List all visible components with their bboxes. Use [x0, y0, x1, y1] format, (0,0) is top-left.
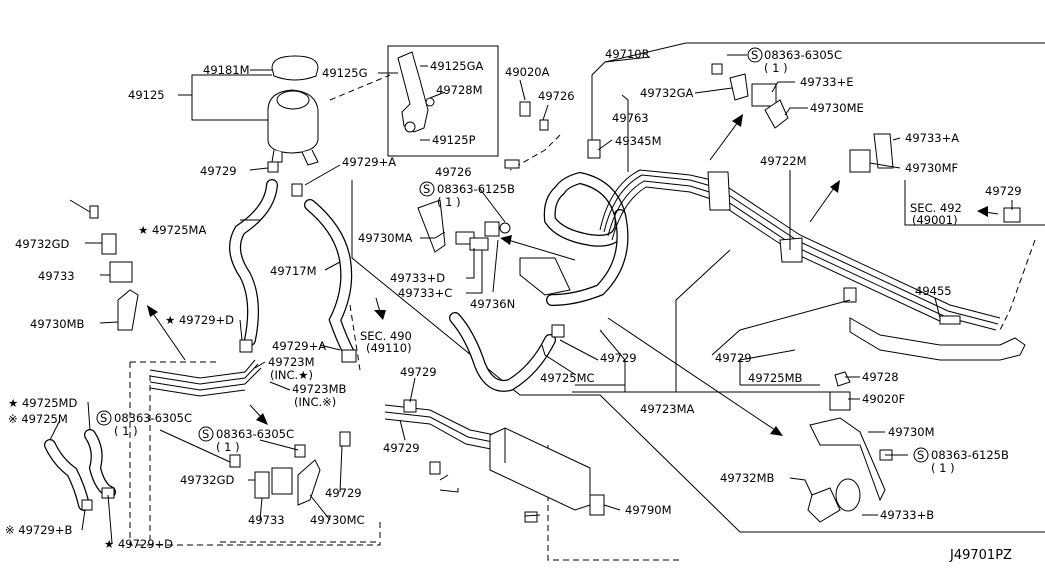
label-49733a: 49733+A	[905, 131, 959, 145]
rigid-pipe-49790m	[384, 404, 591, 511]
label-49733d: 49733+D	[390, 271, 445, 285]
label-49726-a: 49726	[538, 89, 575, 103]
label-49729a-m: 49729+A	[272, 339, 326, 353]
label-qty-l: ( 1 )	[114, 424, 138, 438]
leader-lines	[49, 54, 1013, 544]
label-49125p: 49125P	[432, 133, 476, 147]
label-qty-m: ( 1 )	[216, 440, 240, 454]
label-sec-490: SEC. 490	[360, 329, 412, 343]
label-08363-6125b-t: 08363-6125B	[437, 182, 515, 196]
label-49729d: ★ 49729+D	[165, 313, 234, 327]
label-49728: 49728	[862, 370, 899, 384]
label-49710r: 49710R	[605, 47, 650, 61]
label-49730mf: 49730MF	[905, 161, 958, 175]
label-49723mb: 49723MB	[292, 382, 347, 396]
label-49730m: 49730M	[888, 425, 935, 439]
label-49729-m3: 49729	[383, 441, 420, 455]
label-49110: (49110)	[366, 341, 412, 355]
label-49726-b: 49726	[435, 165, 472, 179]
label-49181m: 49181M	[203, 63, 250, 77]
label-49455: 49455	[915, 284, 952, 298]
label-49730ma: 49730MA	[358, 231, 413, 245]
label-sec-492: SEC. 492	[910, 201, 962, 215]
label-49733-b: 49733	[248, 513, 285, 527]
rigid-pipe-49722m	[599, 169, 1026, 361]
label-49020a: 49020A	[505, 65, 550, 79]
label-49729a-t: 49729+A	[342, 155, 396, 169]
label-49730mb: 49730MB	[30, 317, 85, 331]
label-49717m: 49717M	[270, 264, 317, 278]
hose-49717m	[304, 199, 356, 361]
label-08363-6305c-top: 08363-6305C	[764, 48, 842, 62]
hose-49725m	[44, 439, 90, 511]
label-49730mc: 49730MC	[310, 513, 365, 527]
hose-49725md	[84, 429, 116, 498]
label-inc-star: (INC.★)	[270, 368, 313, 382]
screw-symbol-m: S	[198, 426, 214, 442]
label-qty-t2: ( 1 )	[437, 195, 461, 209]
label-49125g: 49125G	[322, 66, 368, 80]
label-49728m: 49728M	[436, 83, 483, 97]
label-49725md: ★ 49725MD	[8, 396, 77, 410]
diagram-id: J49701PZ	[949, 548, 1012, 563]
hose-49725mc	[449, 312, 556, 392]
svg-text:S: S	[423, 182, 430, 196]
label-49729d-b: ★ 49729+D	[104, 537, 173, 551]
label-49729-c: 49729	[400, 365, 437, 379]
label-49733b: 49733+B	[880, 508, 934, 522]
hose-49725ma	[229, 179, 278, 346]
label-49722m: 49722M	[760, 154, 807, 168]
label-49725mc: 49725MC	[540, 371, 595, 385]
label-49733e: 49733+E	[800, 75, 854, 89]
label-08363-6305c-m: 08363-6305C	[216, 427, 294, 441]
svg-text:S: S	[202, 427, 209, 441]
svg-text:S: S	[100, 411, 107, 425]
label-49729-mr: 49729	[600, 351, 637, 365]
label-49345m: 49345M	[615, 134, 662, 148]
label-49763: 49763	[612, 111, 649, 125]
screw-symbol-r: S	[913, 447, 929, 463]
pump-hose-loop	[543, 171, 629, 306]
label-qty-top: ( 1 )	[764, 61, 788, 75]
label-49732ga: 49732GA	[640, 86, 693, 100]
bracket-49125g-box	[387, 45, 499, 157]
label-49736n: 49736N	[470, 297, 515, 311]
label-49730me: 49730ME	[810, 101, 864, 115]
label-qty-r: ( 1 )	[931, 461, 955, 475]
svg-text:S: S	[917, 448, 924, 462]
direction-arrows	[147, 114, 999, 436]
label-49733c: 49733+C	[398, 286, 452, 300]
part-labels: 49125 49181M 49125G 49125GA 49728M 49125…	[5, 47, 1022, 563]
label-49729-b: 49729	[325, 486, 362, 500]
label-49732gd-b: 49732GD	[180, 473, 234, 487]
label-49020f: 49020F	[862, 392, 905, 406]
label-49723ma: 49723MA	[640, 402, 695, 416]
label-49725m: ※ 49725M	[8, 412, 68, 426]
label-49125ga: 49125GA	[430, 59, 483, 73]
screw-symbol-l: S	[96, 410, 112, 426]
label-49732gd: 49732GD	[15, 237, 69, 251]
label-49732mb: 49732MB	[720, 471, 775, 485]
screw-symbol-top: S	[747, 47, 763, 63]
label-49729b: ※ 49729+B	[5, 523, 73, 537]
label-inc-kome: (INC.※)	[294, 395, 336, 409]
label-08363-6305c-l: 08363-6305C	[114, 411, 192, 425]
boundary-lines	[129, 42, 1045, 561]
label-49729-tl: 49729	[200, 164, 237, 178]
label-49001: (49001)	[912, 213, 958, 227]
label-49729-m2: 49729	[715, 351, 752, 365]
label-49729-r: 49729	[985, 184, 1022, 198]
rigid-pipe-49723m	[149, 359, 262, 397]
reservoir-tank	[267, 55, 319, 166]
label-49725mb: 49725MB	[748, 371, 803, 385]
label-49723m: 49723M	[268, 355, 315, 369]
label-08363-6125b-r: 08363-6125B	[931, 448, 1009, 462]
screw-symbol-t2: S	[419, 181, 435, 197]
label-49790m: 49790M	[625, 503, 672, 517]
label-49733: 49733	[38, 269, 75, 283]
label-49725ma: ★ 49725MA	[138, 223, 206, 237]
label-49125: 49125	[128, 88, 165, 102]
svg-text:S: S	[751, 48, 758, 62]
